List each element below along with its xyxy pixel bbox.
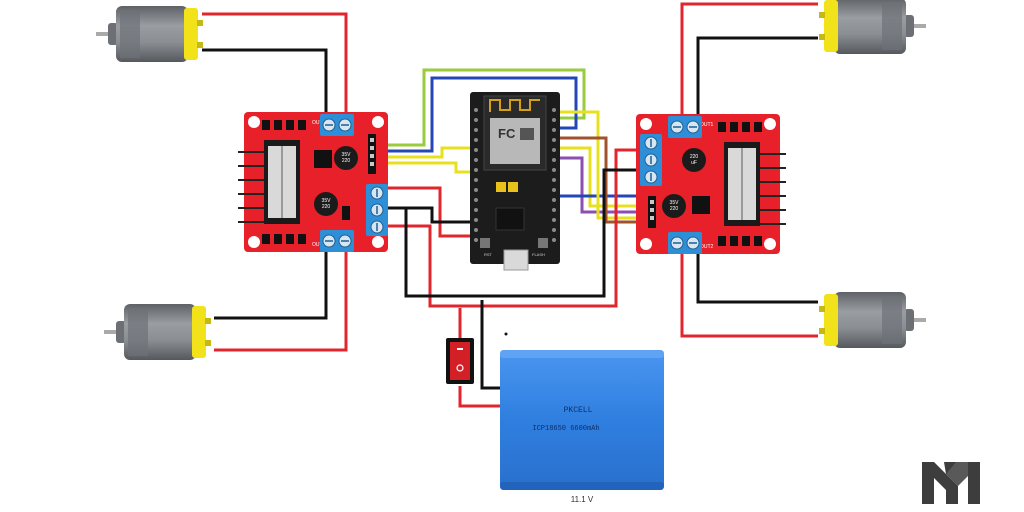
wire-red-vin-l <box>386 148 638 308</box>
wire-yellow-signal-r1 <box>560 146 638 208</box>
wire-black-battery <box>480 300 500 390</box>
esp-board: FC RST FLASH <box>470 92 560 271</box>
out2-label-left: OUT2 <box>312 242 326 248</box>
wire-black-vin-l <box>386 168 638 298</box>
wire-red-motor-tr <box>680 2 818 118</box>
motor-bottom-left <box>104 304 211 360</box>
cap-label-2: 220 <box>342 158 351 164</box>
battery-brand: PKCELL <box>564 406 593 415</box>
cap-label-4: 220 <box>322 204 331 210</box>
wire-green-signal-l <box>386 68 586 147</box>
battery-model: ICP18650 6600mAh <box>532 425 599 433</box>
rst-button <box>480 238 490 248</box>
wire-blue-signal-l <box>386 76 578 153</box>
wire-purple-signal-r <box>560 156 638 214</box>
shield-fc-mark: FC <box>498 126 516 141</box>
driver-board-left: 35V 220 35V 220 OUT1 OUT2 <box>238 112 389 253</box>
battery-voltage-label: 11.1 V <box>571 495 594 504</box>
wire-red-battery <box>458 386 500 408</box>
rst-label: RST <box>484 252 493 257</box>
cap-label-1: 35V <box>342 152 352 158</box>
wire-red-power-l <box>386 186 470 238</box>
out1-label-right: OUT1 <box>700 122 714 128</box>
wire-black-motor-tr <box>696 36 818 118</box>
wire-red-motor-tl <box>202 12 348 118</box>
cap-label-7: 35V <box>670 200 680 206</box>
power-switch <box>446 338 474 384</box>
cap-label-6: uF <box>691 160 697 166</box>
marker-dot <box>504 332 508 336</box>
wire-yellow-signal-l1 <box>386 146 470 159</box>
battery-pack: PKCELL ICP18650 6600mAh <box>500 350 664 490</box>
wire-brown-signal-r <box>560 136 638 224</box>
cap-label-3: 35V <box>322 198 332 204</box>
flash-button <box>538 238 548 248</box>
wire-black-motor-bl <box>214 248 328 320</box>
cap-label-5: 220 <box>690 154 699 160</box>
wire-black-motor-br <box>696 252 818 304</box>
wire-red-motor-br <box>680 252 818 338</box>
motor-top-right <box>819 0 926 54</box>
wire-yellow-signal-r2 <box>560 110 638 220</box>
usb-port <box>503 249 529 271</box>
motor-bottom-right <box>819 292 926 348</box>
driver-board-right: 220 uF 35V 220 OUT1 OUT2 <box>636 114 786 255</box>
wire-black-motor-tl <box>202 48 328 118</box>
flash-label: FLASH <box>532 252 545 257</box>
out2-label-right: OUT2 <box>700 244 714 250</box>
cap-label-8: 220 <box>670 206 679 212</box>
out1-label-left: OUT1 <box>312 120 326 126</box>
motor-top-left <box>96 6 203 62</box>
wire-yellow-signal-l2 <box>386 161 470 174</box>
wires <box>202 2 818 408</box>
wire-black-gnd-l <box>386 206 470 224</box>
mn-logo-icon <box>922 462 980 504</box>
wire-red-motor-bl <box>214 248 348 352</box>
